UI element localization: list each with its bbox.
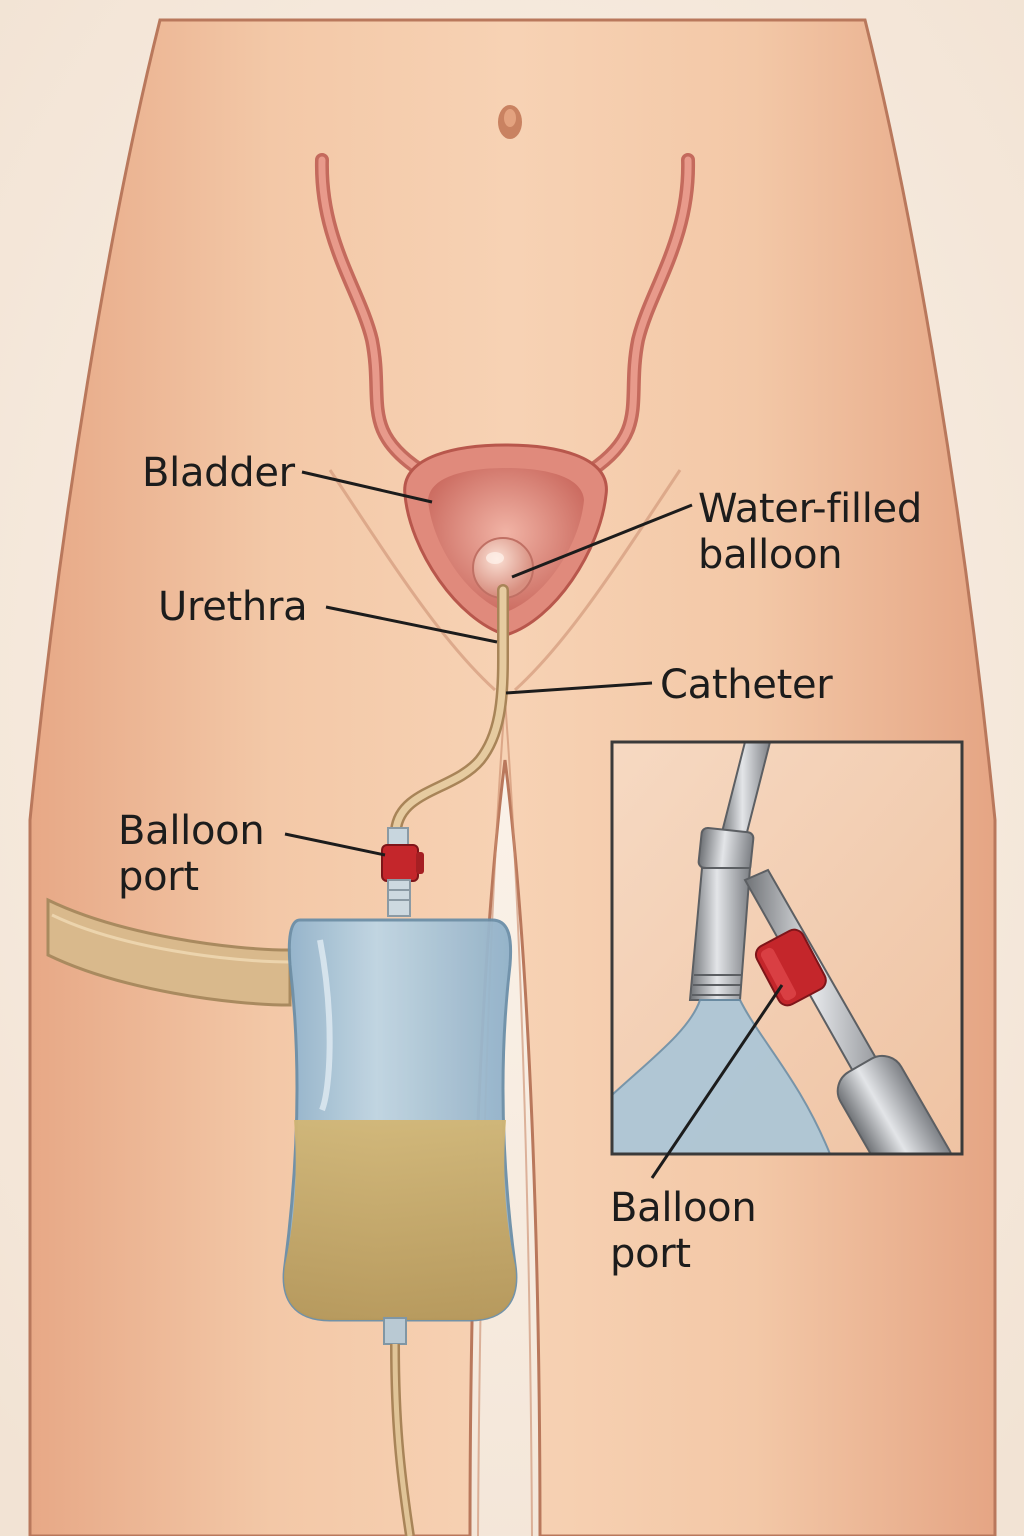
label-urethra: Urethra [158,584,308,630]
leg-strap [46,897,292,1007]
leader-balloon-port [284,832,386,857]
leader-catheter [505,681,653,695]
bladder-illustration [403,443,608,637]
label-water-filled-balloon: Water-filled balloon [698,486,922,578]
leader-lines [284,470,784,1179]
balloon-port-connector [381,827,424,917]
leader-water-filled-balloon [511,503,693,579]
label-catheter: Catheter [660,662,833,708]
ureters [314,153,696,477]
label-inset-balloon-port: Balloon port [610,1185,757,1277]
leader-bladder [301,470,433,504]
catheter-tube [390,584,509,836]
leader-urethra [325,605,498,644]
label-balloon-port: Balloon port [118,808,265,900]
body-silhouette [28,18,997,1536]
label-bladder: Bladder [142,450,295,496]
balloon-port-closeup [610,740,964,1156]
drainage-bag [282,918,518,1536]
leader-inset-balloon-port [650,984,784,1179]
